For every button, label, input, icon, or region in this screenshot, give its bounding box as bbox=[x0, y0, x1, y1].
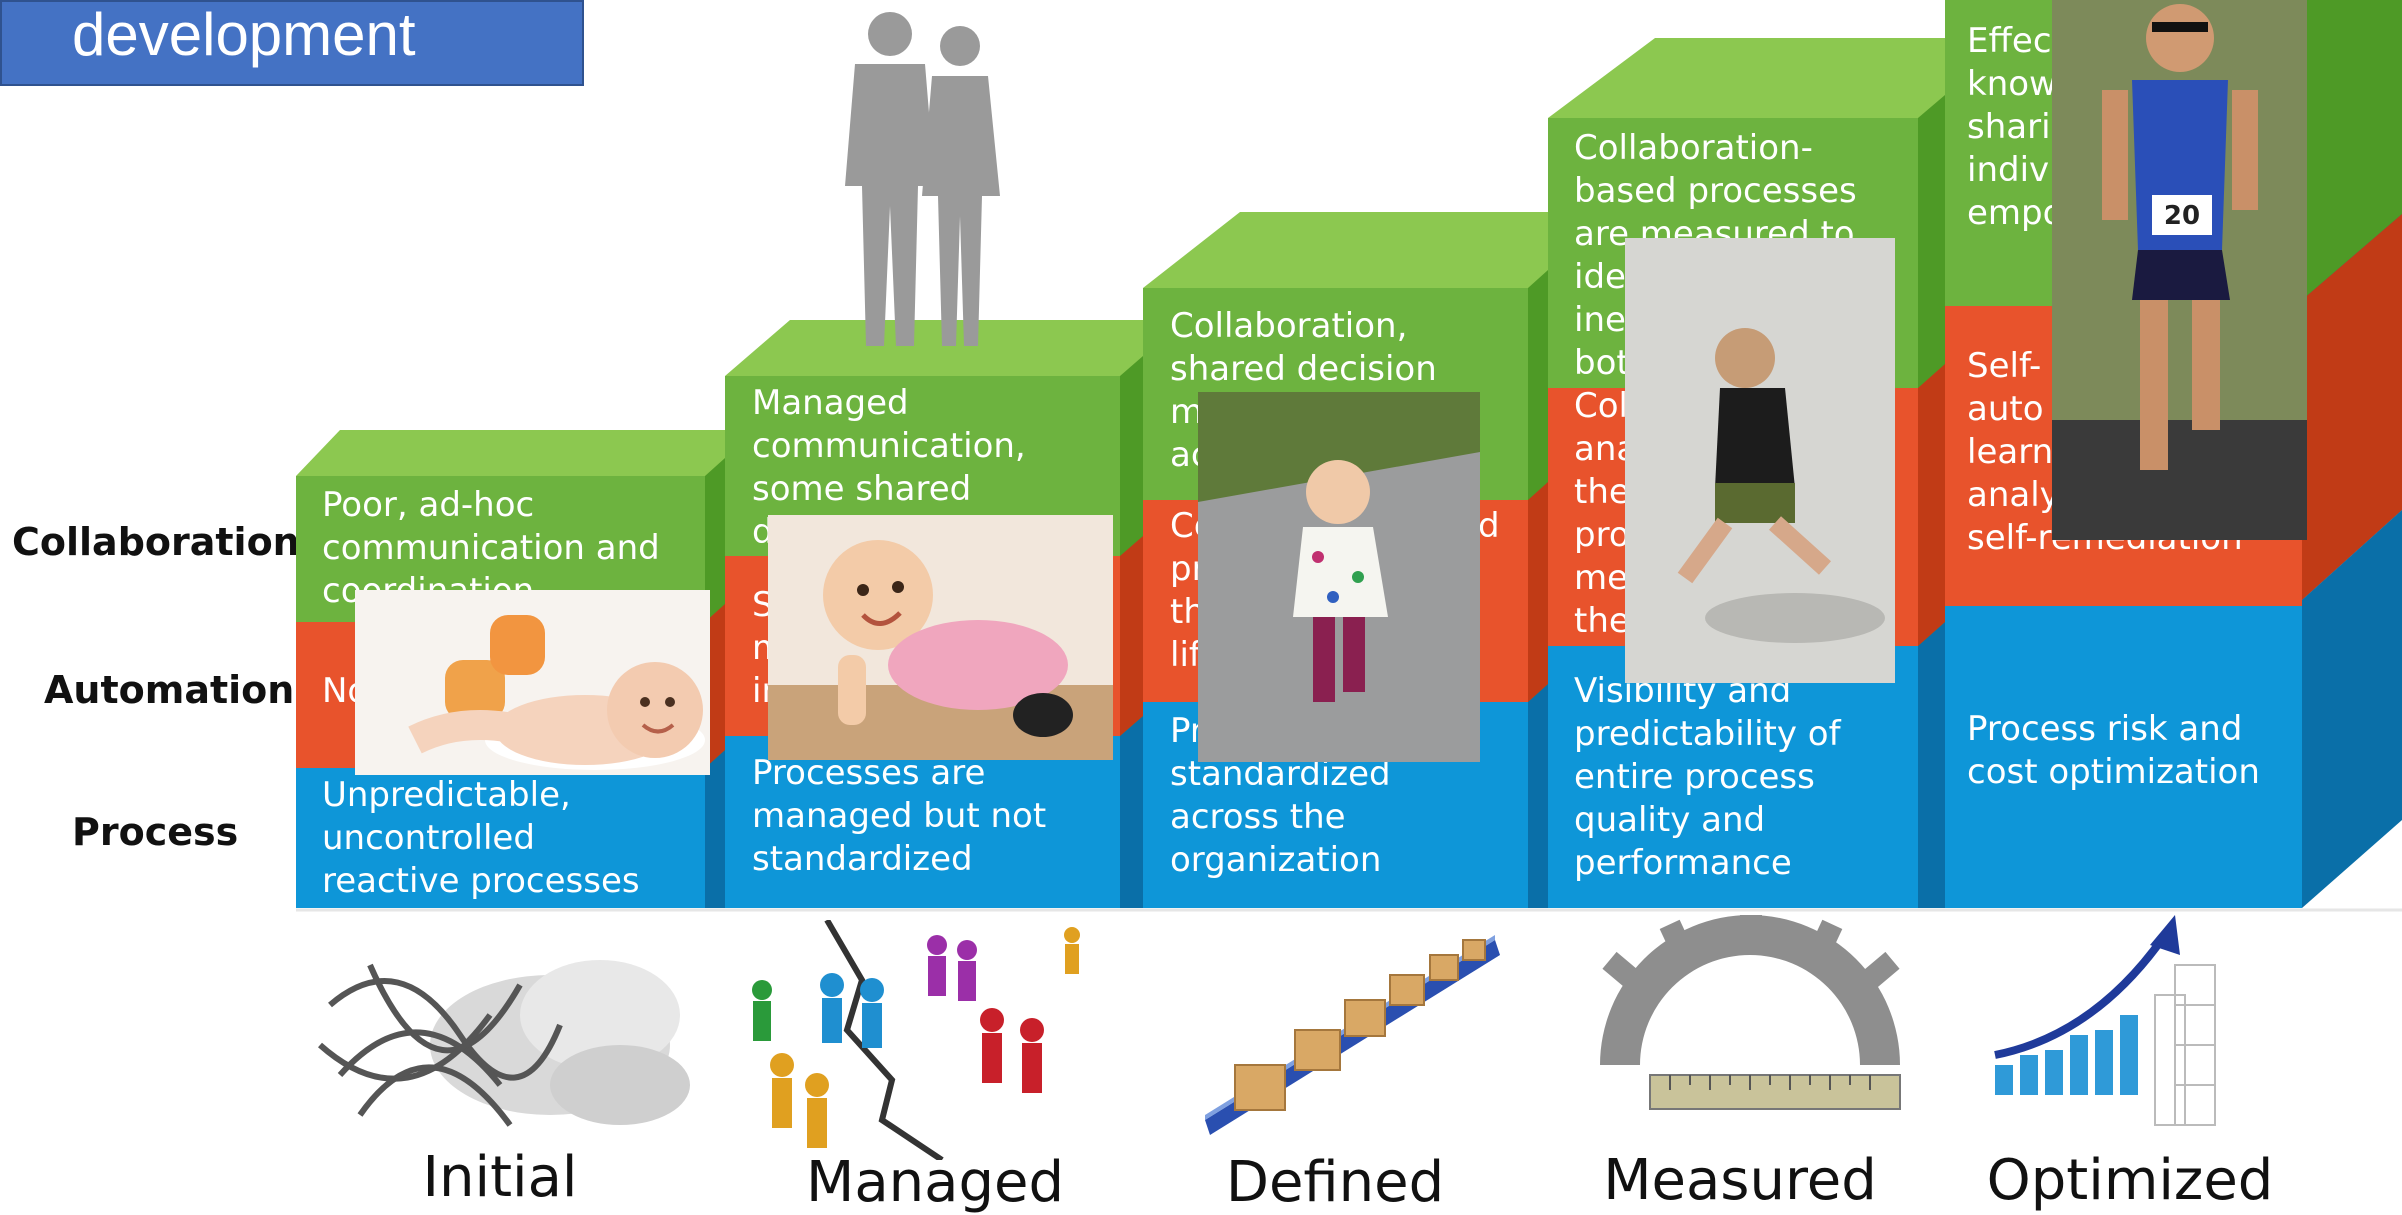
defined-automation-right-text: d bbox=[1478, 506, 1500, 546]
stage-label-measured: Measured bbox=[1603, 1148, 1877, 1213]
gear-ruler-icon bbox=[1600, 915, 1901, 1110]
stage-label-defined: Defined bbox=[1225, 1150, 1445, 1215]
stage-label-initial: Initial bbox=[422, 1145, 578, 1210]
stage-label-managed: Managed bbox=[806, 1150, 1064, 1215]
business-people-silhouette bbox=[845, 12, 1000, 346]
row-label-process: Process bbox=[72, 810, 239, 854]
growth-chart-arrow-icon bbox=[1994, 915, 2216, 1126]
runner-bib-number: 20 bbox=[2164, 201, 2200, 231]
page-title: development bbox=[72, 1, 416, 68]
runner-photo: 20 bbox=[2052, 0, 2307, 540]
row-label-automation: Automation bbox=[44, 668, 295, 712]
tangled-cables-cloud-icon bbox=[318, 960, 690, 1127]
conveyor-boxes-icon bbox=[1205, 935, 1500, 1135]
title-box bbox=[0, 0, 584, 86]
stage-label-optimized: Optimized bbox=[1986, 1148, 2274, 1213]
toddler-walking-photo bbox=[1198, 392, 1480, 762]
baby-crawling-photo bbox=[768, 515, 1113, 760]
child-running-photo bbox=[1625, 238, 1895, 683]
divided-people-icon bbox=[742, 920, 1107, 1160]
baby-lying-photo bbox=[355, 590, 710, 775]
row-label-collaboration: Collaboration bbox=[12, 520, 300, 564]
